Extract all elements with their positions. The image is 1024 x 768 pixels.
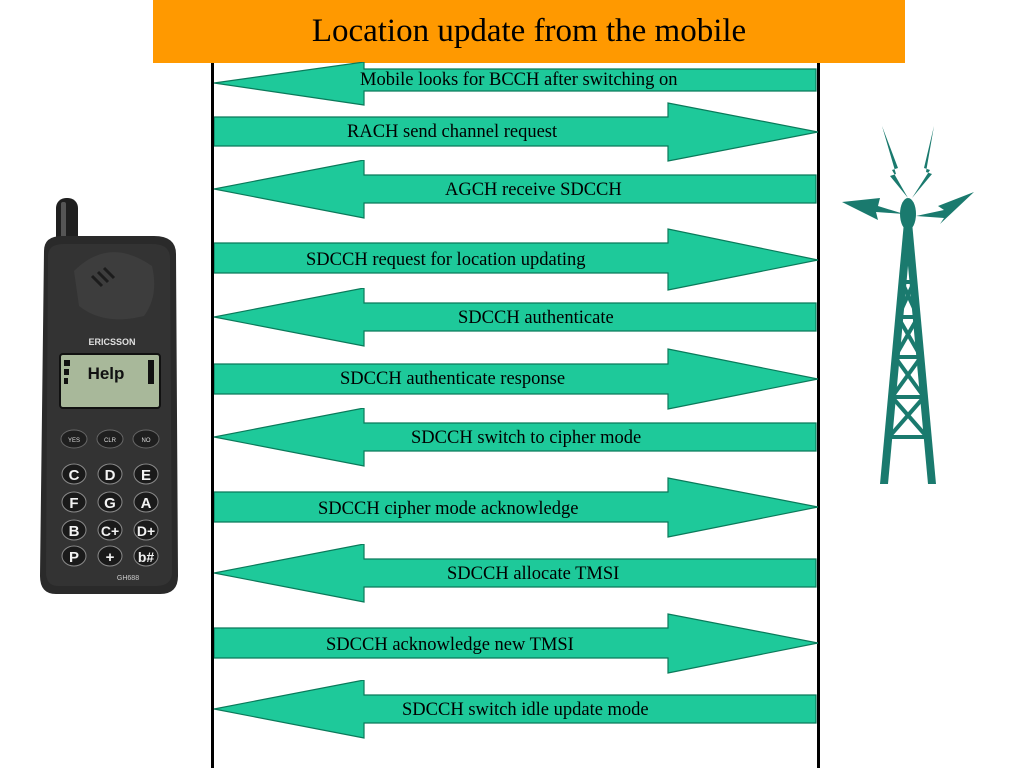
phone-model: GH688 (117, 575, 139, 582)
message-label: SDCCH switch to cipher mode (411, 428, 642, 448)
key-g: G (104, 495, 116, 512)
network-lifeline (817, 63, 820, 768)
key-d-plus: D+ (137, 523, 155, 539)
key-p: P (69, 549, 79, 566)
message-label: SDCCH switch idle update mode (402, 700, 649, 720)
soft-key-yes: YES (68, 438, 80, 444)
mobile-lifeline (211, 63, 214, 768)
key-c-plus: C+ (101, 523, 119, 539)
message-arrow-right: SDCCH cipher mode acknowledge (214, 477, 818, 540)
key-e: E (141, 467, 151, 484)
page-title: Location update from the mobile (311, 13, 747, 49)
key-a: A (141, 495, 152, 512)
message-arrow-left: AGCH receive SDCCH (214, 160, 818, 223)
message-arrow-right: RACH send channel request (214, 102, 818, 165)
message-label: SDCCH acknowledge new TMSI (326, 635, 574, 655)
key-c: C (69, 467, 80, 484)
phone-screen-text: Help (88, 364, 125, 383)
key-d: D (105, 467, 116, 484)
message-label: SDCCH request for location updating (306, 250, 586, 270)
radio-tower-image (840, 122, 980, 497)
message-label: AGCH receive SDCCH (445, 180, 622, 200)
message-label: SDCCH allocate TMSI (447, 564, 620, 584)
soft-key-clr: CLR (104, 438, 117, 444)
message-label: SDCCH authenticate response (340, 369, 566, 389)
message-arrow-left: SDCCH authenticate (214, 288, 818, 351)
message-arrow-right: SDCCH acknowledge new TMSI (214, 613, 818, 676)
soft-key-no: NO (142, 438, 151, 444)
key-b: B (69, 523, 80, 540)
mobile-phone-image: ERICSSON Help YES CLR NO C D E F G A B C… (34, 196, 184, 603)
message-label: SDCCH cipher mode acknowledge (318, 499, 579, 519)
message-arrow-left: SDCCH switch idle update mode (214, 680, 818, 743)
message-arrow-left: Mobile looks for BCCH after switching on (214, 62, 818, 125)
title-bar: Location update from the mobile (153, 0, 905, 63)
key-b-sharp: b# (138, 549, 155, 565)
message-arrow-left: SDCCH switch to cipher mode (214, 408, 818, 471)
message-arrow-right: SDCCH request for location updating (214, 228, 818, 291)
phone-brand: ERICSSON (88, 337, 135, 347)
key-plus: + (106, 549, 115, 566)
message-arrow-right: SDCCH authenticate response (214, 348, 818, 411)
message-arrow-left: SDCCH allocate TMSI (214, 544, 818, 607)
message-label: SDCCH authenticate (458, 308, 614, 328)
message-label: RACH send channel request (347, 122, 558, 142)
mobile-phone-icon: ERICSSON Help YES CLR NO C D E F G A B C… (40, 198, 178, 594)
message-label: Mobile looks for BCCH after switching on (360, 70, 678, 90)
key-f: F (69, 495, 78, 512)
radio-tower-icon (842, 126, 974, 484)
